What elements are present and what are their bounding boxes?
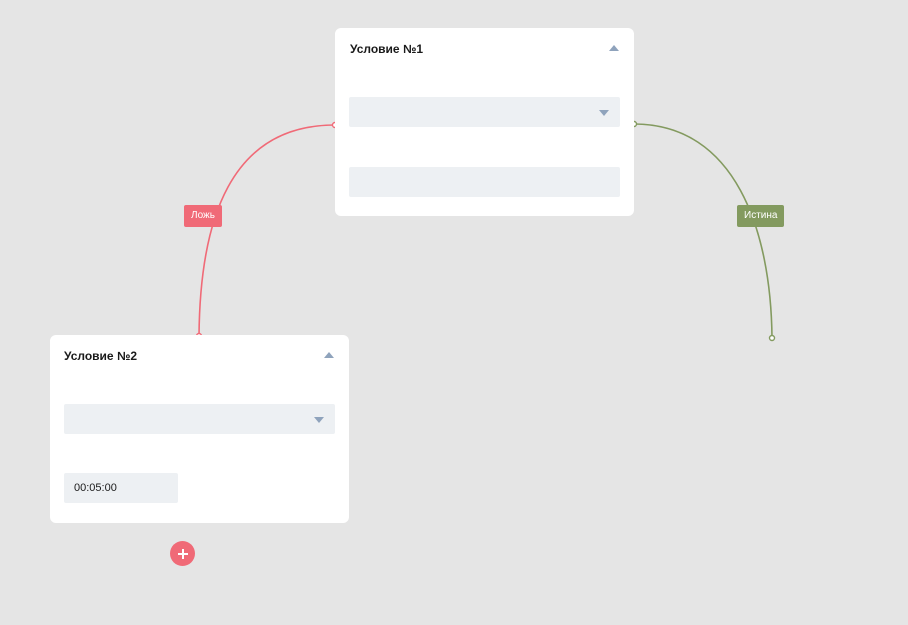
node-title: Условие №2: [64, 349, 137, 363]
time-input[interactable]: [64, 473, 178, 503]
chevron-up-icon[interactable]: [324, 352, 334, 358]
true-branch-end-port[interactable]: [768, 334, 776, 342]
condition-node-1[interactable]: Условие №1: [335, 28, 634, 216]
false-branch-label: Ложь: [184, 205, 222, 227]
true-branch-connector: [633, 123, 773, 339]
caret-down-icon: [599, 110, 609, 116]
condition-select[interactable]: [349, 97, 620, 127]
caret-down-icon: [314, 417, 324, 423]
true-branch-label: Истина: [737, 205, 785, 227]
node-title: Условие №1: [350, 42, 423, 56]
add-step-button[interactable]: [170, 541, 195, 566]
condition-node-2[interactable]: Условие №2: [50, 335, 349, 523]
condition-select[interactable]: [64, 404, 335, 434]
condition-value-input[interactable]: [349, 167, 620, 197]
false-branch-connector: [198, 124, 336, 337]
chevron-up-icon[interactable]: [609, 45, 619, 51]
